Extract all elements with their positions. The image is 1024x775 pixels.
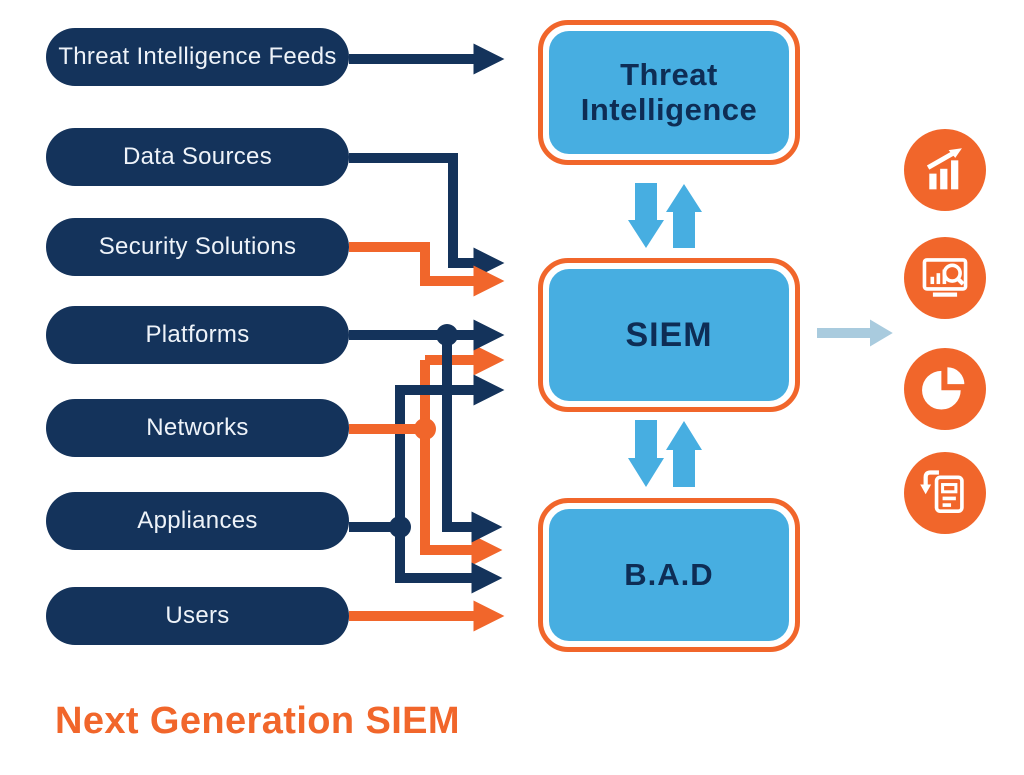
hub-fill: SIEM — [549, 269, 789, 401]
report-document-glyph — [920, 470, 964, 513]
pie-chart-glyph — [922, 367, 965, 410]
pill-label: Threat Intelligence Feeds — [58, 43, 337, 70]
growth-bar-chart-icon — [904, 129, 986, 211]
junction-dot-appliances — [389, 516, 411, 538]
bidirectional-arrows-ti-siem — [628, 183, 702, 248]
hub-box-label: SIEM — [625, 315, 713, 354]
pill-label: Platforms — [145, 321, 250, 348]
junction-dot-networks — [414, 418, 436, 440]
connector-data-sources-to-siem — [349, 153, 505, 279]
hub-box-label: B.A.D — [624, 556, 714, 592]
hub-fill: Threat Intelligence — [549, 31, 789, 154]
diagram-title: Next Generation SIEM — [55, 700, 460, 742]
hub-box-siem: SIEM — [538, 258, 800, 412]
connector-networks-feeder — [349, 418, 436, 440]
connector-networks-trunk — [420, 344, 505, 566]
source-pill-platforms: Platforms — [46, 306, 349, 364]
pill-label: Users — [165, 602, 230, 629]
up-arrow-icon — [666, 184, 702, 248]
report-document-icon — [904, 452, 986, 534]
source-pill-users: Users — [46, 587, 349, 645]
hub-fill: B.A.D — [549, 509, 789, 641]
hub-box-label: Threat Intelligence — [580, 56, 758, 127]
dashboard-magnifier-icon — [904, 237, 986, 319]
connector-appliances — [349, 374, 505, 594]
hub-box-threat-intelligence: Threat Intelligence — [538, 20, 800, 165]
pill-label: Appliances — [137, 507, 258, 534]
pill-label: Networks — [146, 414, 249, 441]
source-pill-data-sources: Data Sources — [46, 128, 349, 186]
up-arrow-icon — [666, 421, 702, 487]
down-arrow-icon — [628, 420, 664, 487]
junction-dot-platforms — [436, 324, 458, 346]
pill-label: Security Solutions — [98, 233, 297, 260]
hub-box-bad: B.A.D — [538, 498, 800, 652]
down-arrow-icon — [628, 183, 664, 248]
growth-bar-chart-glyph — [926, 148, 962, 190]
pill-label: Data Sources — [122, 143, 272, 170]
source-pill-security-solutions: Security Solutions — [46, 218, 349, 276]
pie-chart-icon — [904, 348, 986, 430]
connector-platforms — [349, 319, 505, 543]
connector-security-solutions-to-siem — [349, 242, 505, 297]
bidirectional-arrows-siem-bad — [628, 420, 702, 487]
source-pill-threat-intelligence-feeds: Threat Intelligence Feeds — [46, 28, 349, 86]
dashboard-magnifier-glyph — [922, 258, 968, 297]
source-pill-appliances: Appliances — [46, 492, 349, 550]
source-pill-networks: Networks — [46, 399, 349, 457]
